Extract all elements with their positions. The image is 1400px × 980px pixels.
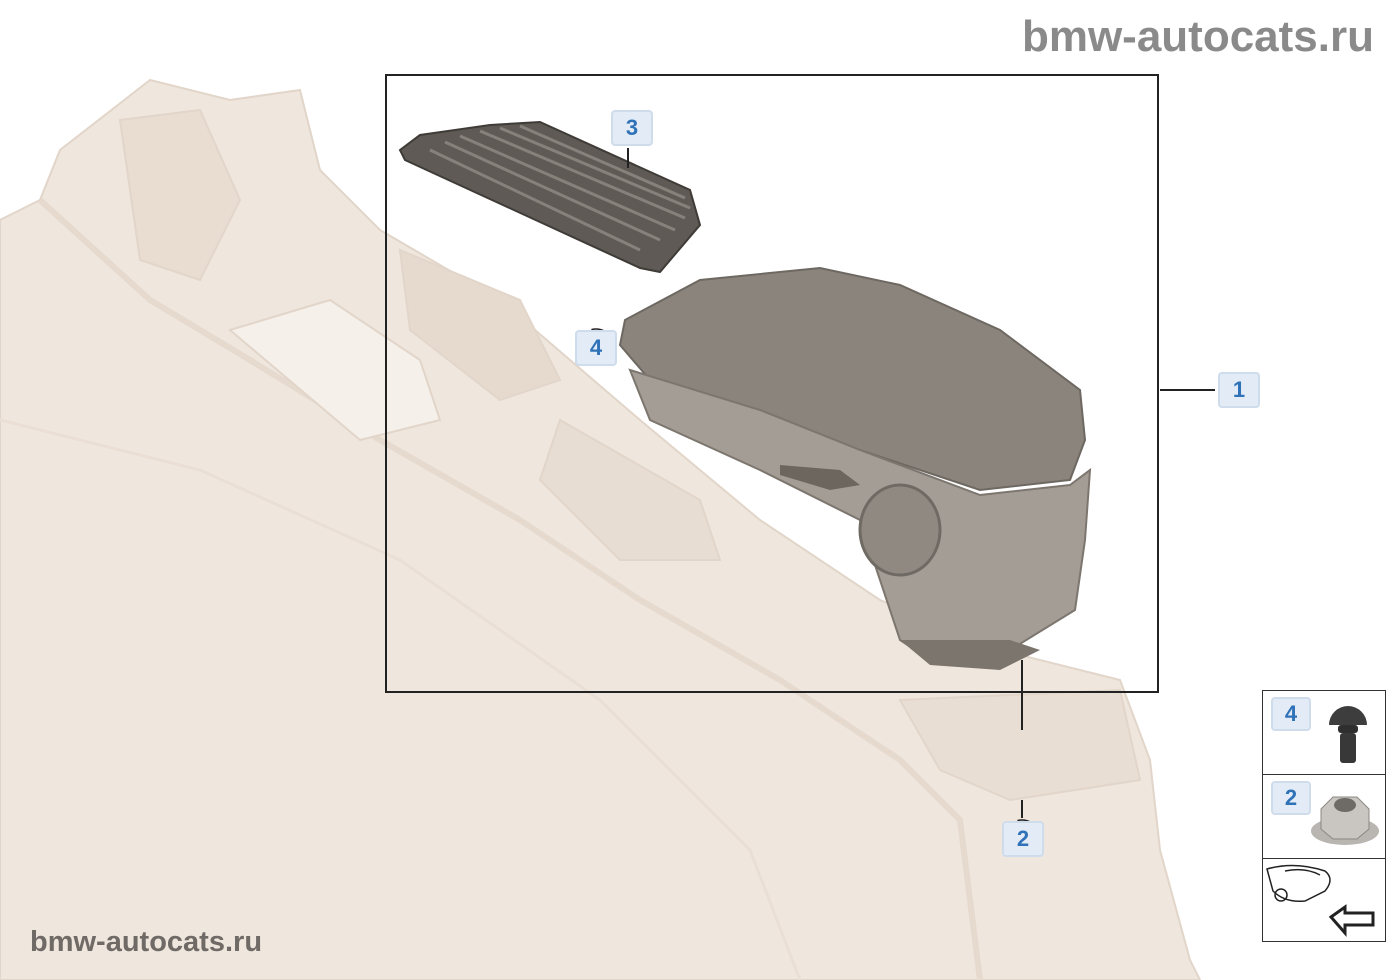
side-part-2[interactable]: 2 (1263, 775, 1385, 859)
ball-stud-icon (1329, 706, 1367, 763)
watermark-top: bmw-autocats.ru (1021, 12, 1374, 61)
side-view-orientation[interactable] (1263, 859, 1385, 941)
parts-side-panel: 4 2 (1262, 690, 1386, 942)
callout-4[interactable]: 4 (575, 330, 617, 366)
watermark-bottom: bmw-autocats.ru (30, 926, 263, 958)
callout-2[interactable]: 2 (1002, 821, 1044, 857)
assembly-frame (385, 74, 1159, 693)
side-part-4[interactable]: 4 (1263, 691, 1385, 775)
side-callout-4[interactable]: 4 (1271, 697, 1311, 731)
leader-lines (627, 148, 1215, 818)
side-callout-2[interactable]: 2 (1271, 781, 1311, 815)
armrest-mat-illustration (398, 120, 702, 274)
armrest-illustration (618, 266, 1092, 670)
callout-1[interactable]: 1 (1218, 372, 1260, 408)
callout-3[interactable]: 3 (611, 110, 653, 146)
center-console-illustration (0, 78, 1202, 980)
hex-nut-icon (1311, 796, 1379, 845)
car-front-arrow-icon (1266, 864, 1375, 937)
